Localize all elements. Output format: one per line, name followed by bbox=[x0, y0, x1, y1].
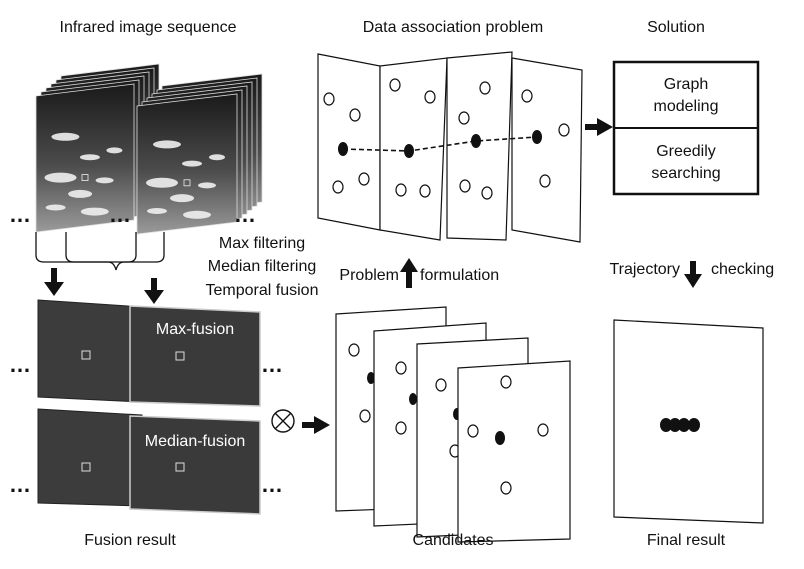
fusion-median-pair: Median-fusion bbox=[37, 408, 261, 515]
ellipsis-fusion-max-right: … bbox=[261, 352, 283, 377]
solution-box: Graph modeling Greedily searching bbox=[612, 60, 760, 196]
label-median-filtering: Median filtering bbox=[208, 258, 317, 275]
arrow-down-to-median-fusion bbox=[144, 278, 164, 304]
otimes-cross bbox=[274, 412, 292, 430]
arrow-up-problem-formulation bbox=[400, 258, 418, 288]
solution-graph-line1: Graph bbox=[664, 76, 708, 93]
arrow-down-to-max-fusion bbox=[44, 268, 64, 296]
association-path bbox=[342, 136, 538, 152]
ellipsis-fusion-median-right: … bbox=[261, 472, 283, 497]
ellipsis-left: … bbox=[9, 202, 31, 227]
caption-fusion-result: Fusion result bbox=[84, 532, 176, 549]
infrared-stack-left bbox=[35, 63, 160, 233]
label-trajectory: Trajectory bbox=[609, 261, 680, 278]
label-max-fusion: Max-fusion bbox=[156, 321, 234, 338]
fusion-max-pair: Max-fusion bbox=[37, 299, 261, 407]
infrared-stack-right bbox=[136, 73, 263, 235]
label-checking: checking bbox=[711, 261, 774, 278]
caption-final-result: Final result bbox=[647, 532, 726, 549]
bracket-median bbox=[65, 232, 165, 271]
arrow-down-trajectory-checking bbox=[684, 261, 702, 288]
label-temporal-fusion: Temporal fusion bbox=[206, 282, 319, 299]
solution-graph-line2: modeling bbox=[654, 98, 719, 115]
infrared-frame bbox=[35, 83, 135, 233]
ellipsis-fusion-median-left: … bbox=[9, 472, 31, 497]
label-problem: Problem bbox=[339, 267, 399, 284]
otimes-symbol bbox=[271, 409, 295, 433]
final-result-frame bbox=[613, 319, 764, 524]
infrared-frame bbox=[136, 93, 238, 235]
arrow-right-to-candidates bbox=[302, 416, 330, 434]
solution-greedy-line1: Greedily bbox=[656, 143, 716, 160]
ellipsis-right: … bbox=[234, 202, 256, 227]
label-max-filtering: Max filtering bbox=[219, 235, 305, 252]
solution-greedy-line2: searching bbox=[651, 165, 720, 182]
title-data-association: Data association problem bbox=[363, 19, 544, 36]
arrow-right-to-solution bbox=[585, 118, 613, 136]
bracket-max bbox=[35, 232, 137, 263]
candidates-stack bbox=[335, 306, 571, 543]
caption-candidates: Candidates bbox=[413, 532, 494, 549]
label-median-fusion: Median-fusion bbox=[145, 433, 246, 450]
label-formulation: formulation bbox=[420, 267, 499, 284]
title-solution: Solution bbox=[647, 19, 705, 36]
title-infrared-sequence: Infrared image sequence bbox=[60, 19, 237, 36]
data-association-frames bbox=[317, 51, 583, 243]
ellipsis-middle: … bbox=[109, 202, 131, 227]
ellipsis-fusion-max-left: … bbox=[9, 352, 31, 377]
